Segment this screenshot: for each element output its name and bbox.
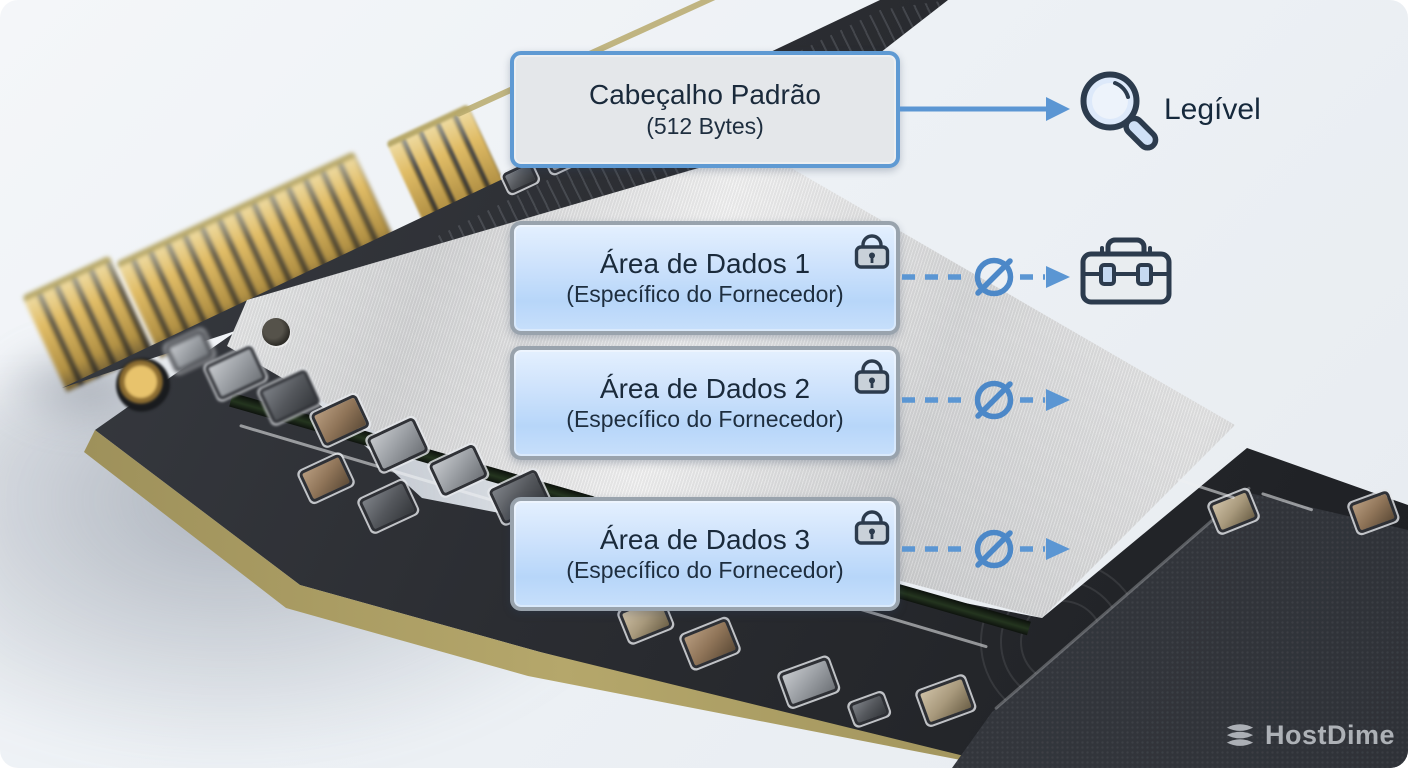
data-area-box-3: Área de Dados 3 (Específico do Fornecedo… xyxy=(510,497,900,611)
header-title: Cabeçalho Padrão xyxy=(589,79,821,111)
null-arrow-1 xyxy=(902,257,1070,297)
lock-icon xyxy=(854,234,890,269)
null-symbol-icon xyxy=(974,529,1014,569)
null-arrow-3 xyxy=(902,529,1070,569)
null-symbol-icon xyxy=(974,380,1014,420)
data-area-title: Área de Dados 2 xyxy=(599,372,811,404)
watermark-brand: HostDime xyxy=(1265,720,1396,750)
null-arrow-2 xyxy=(902,380,1070,420)
data-area-box-2: Área de Dados 2 (Específico do Fornecedo… xyxy=(510,346,900,460)
data-area-title: Área de Dados 3 xyxy=(599,523,811,555)
watermark: HostDime xyxy=(1224,720,1395,751)
data-area-title: Área de Dados 1 xyxy=(599,247,811,279)
data-area-subtitle: (Específico do Fornecedor) xyxy=(566,406,844,433)
null-symbol-icon xyxy=(974,257,1014,297)
data-area-subtitle: (Específico do Fornecedor) xyxy=(566,557,844,584)
stacked-layers-icon xyxy=(1226,723,1254,746)
lock-icon xyxy=(854,359,890,394)
toolbox-icon xyxy=(1080,237,1172,305)
solid-arrow xyxy=(900,97,1070,121)
header-box: Cabeçalho Padrão (512 Bytes) xyxy=(510,51,900,168)
data-area-box-1: Área de Dados 1 (Específico do Fornecedo… xyxy=(510,221,900,335)
lock-icon xyxy=(854,510,890,545)
data-area-subtitle: (Específico do Fornecedor) xyxy=(566,281,844,308)
lid-drill-mark xyxy=(262,318,290,346)
gold-test-pad xyxy=(116,358,170,412)
magnifier-icon xyxy=(1080,71,1159,151)
header-subtitle: (512 Bytes) xyxy=(646,112,764,139)
readable-label: Legível xyxy=(1164,93,1261,126)
